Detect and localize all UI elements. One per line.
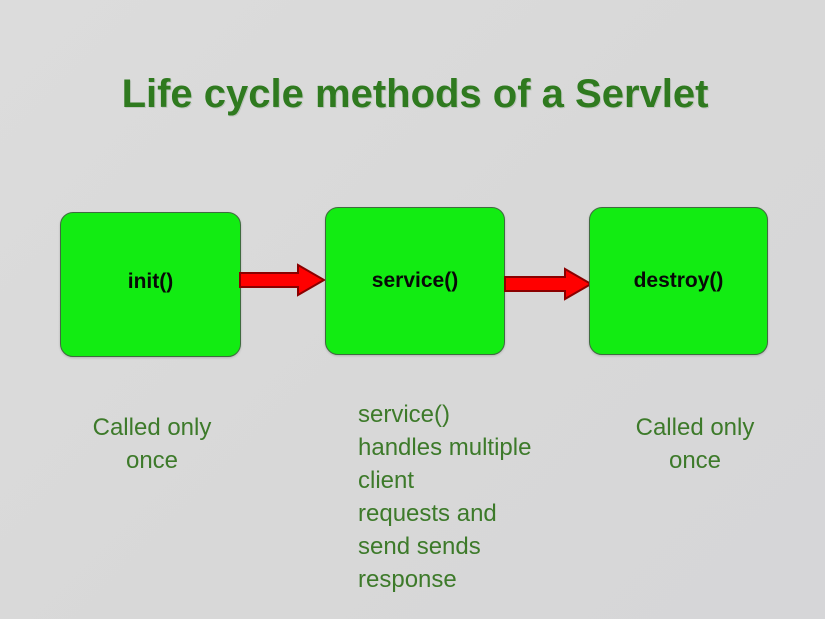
caption-destroy: Called only once [635,414,755,474]
arrow-init-to-service [238,262,327,298]
page-title: Life cycle methods of a Servlet [121,72,709,116]
node-destroy-label: destroy() [633,269,724,292]
node-init-label: init() [127,269,174,293]
caption-service: service() handles multiple client reques… [358,401,532,593]
node-service[interactable]: service() [325,207,505,355]
arrow-service-to-destroy [503,266,594,302]
node-init[interactable]: init() [60,212,241,357]
caption-init: Called only once [92,414,212,474]
node-destroy[interactable]: destroy() [589,207,768,355]
node-service-label: service() [371,269,459,292]
